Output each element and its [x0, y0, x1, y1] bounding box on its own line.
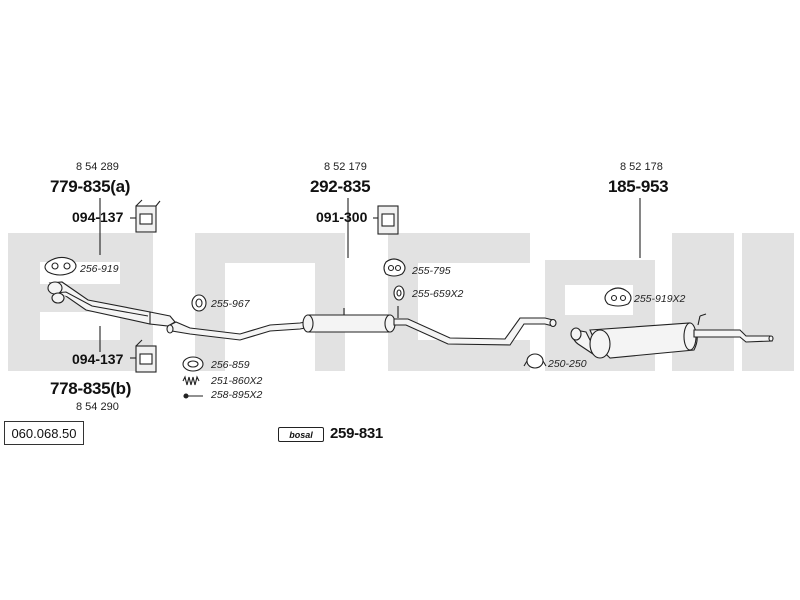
bracket-label-front-bottom: 094-137 [72, 351, 124, 367]
part-number-front-bottom: 778-835(b) [50, 379, 132, 398]
rubber-label-top: 255-795 [412, 265, 451, 277]
bolt-258-895 [183, 393, 203, 399]
bracket-094-137-bottom [135, 339, 157, 373]
ring-label: 255-967 [211, 298, 250, 310]
oe-number-front-bottom: 8 54 290 [76, 401, 119, 413]
rubber-255-795 [383, 258, 406, 277]
bracket-094-137-top [135, 199, 161, 233]
gasket-256-859 [182, 356, 204, 372]
gasket-256-919 [44, 256, 77, 276]
kit-tag-logo: bosal [278, 427, 324, 442]
gasket-label-middle: 256-859 [211, 359, 250, 371]
bolt-label: 258-895X2 [211, 389, 263, 401]
bracket-label-middle: 091-300 [316, 209, 368, 225]
gasket-label-front: 256-919 [80, 263, 119, 275]
part-number-middle: 292-835 [310, 177, 371, 196]
clamp-250-250 [523, 353, 547, 369]
oe-number-front-top: 8 54 289 [76, 161, 119, 173]
rubber-label-rear: 255-919X2 [634, 293, 686, 305]
front-pipe [47, 281, 176, 327]
oe-number-middle: 8 52 179 [324, 161, 367, 173]
rear-silencer [570, 313, 774, 359]
part-number-rear: 185-953 [608, 177, 669, 196]
rubber-255-659 [393, 285, 405, 301]
rubber-255-919 [604, 287, 632, 307]
reference-number: 060.068.50 [4, 421, 84, 445]
bracket-label-front-top: 094-137 [72, 209, 124, 225]
clamp-label: 250-250 [548, 358, 587, 370]
part-number-front-top: 779-835(a) [50, 177, 131, 196]
spring-label: 251-860X2 [211, 375, 263, 387]
oe-number-rear: 8 52 178 [620, 161, 663, 173]
spring-251-860 [182, 375, 200, 386]
middle-silencer [166, 306, 557, 346]
bracket-091-300 [377, 205, 399, 235]
ring-255-967 [191, 294, 207, 312]
kit-part-number: 259-831 [330, 425, 383, 442]
rubber-label-mid: 255-659X2 [412, 288, 464, 300]
